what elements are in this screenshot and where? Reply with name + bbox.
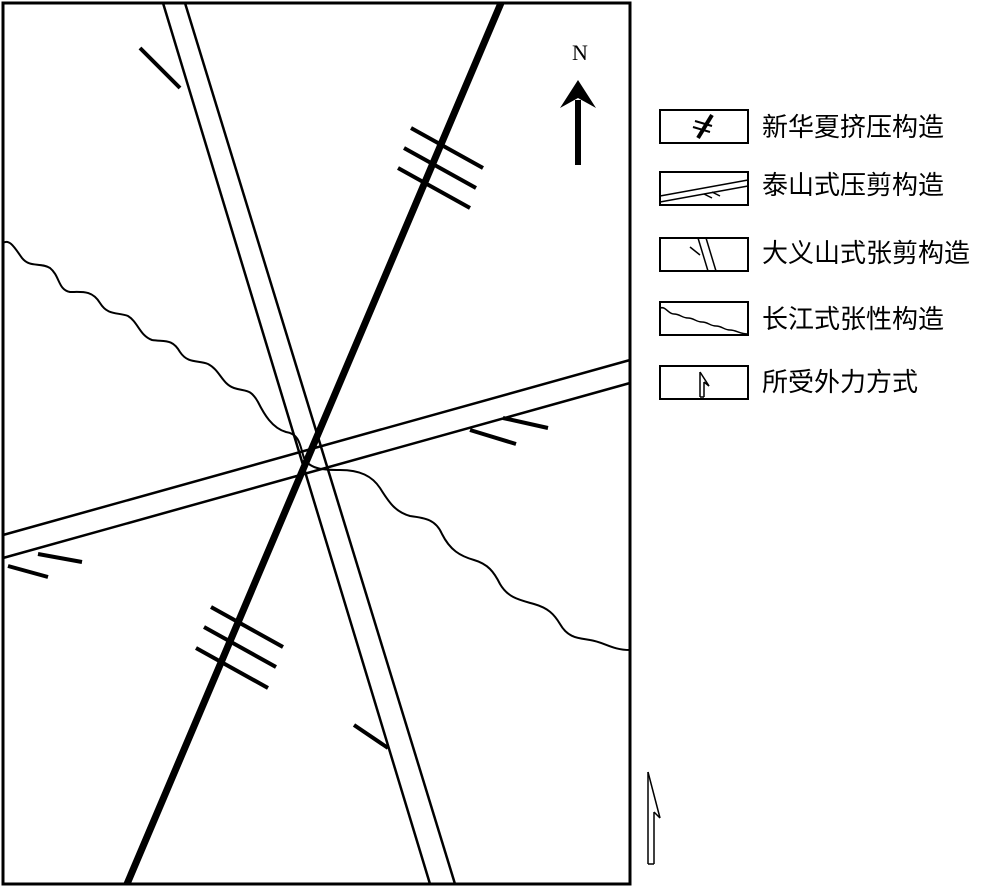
- compressive-symbol-icon: [692, 113, 714, 140]
- tensile-shear-tick-upper: [138, 46, 182, 90]
- legend-item-compressive-shear: 泰山式压剪构造: [659, 171, 944, 206]
- north-arrow-icon: [560, 80, 596, 108]
- tensile-shear-line-right: [183, 2, 457, 885]
- legend-label: 大义山式张剪构造: [762, 239, 970, 269]
- tensile-shear-tick-lower: [352, 723, 390, 750]
- compressive-fault-line: [123, 1, 505, 886]
- compressive-ticks-upper: [397, 126, 484, 210]
- tensile-shear-line-left: [161, 2, 432, 885]
- tensile-shear-symbol-icon: [689, 237, 717, 272]
- compressive-structure: [123, 1, 505, 886]
- legend-label: 所受外力方式: [762, 368, 918, 398]
- compressive-shear-symbol-icon: [659, 179, 749, 203]
- compressive-shear-ticks-left: [7, 552, 83, 579]
- legend-label: 长江式张性构造: [762, 305, 944, 335]
- legend: 新华夏挤压构造 泰山式压剪构造 大义山式张剪构造: [659, 109, 970, 400]
- compressive-shear-structure: [2, 358, 631, 579]
- external-force-arrow-icon: [647, 771, 661, 865]
- legend-label: 新华夏挤压构造: [762, 113, 944, 143]
- legend-item-tensile: 长江式张性构造: [659, 301, 944, 336]
- north-arrow: N: [560, 40, 596, 165]
- map-frame: [1, 1, 632, 886]
- tensile-symbol-icon: [659, 306, 749, 335]
- tensile-shear-structure: [138, 2, 457, 885]
- north-label: N: [572, 40, 588, 65]
- force-symbol-icon: [699, 371, 710, 398]
- legend-item-compressive: 新华夏挤压构造: [659, 109, 944, 144]
- compressive-shear-line-upper: [2, 358, 631, 537]
- compressive-ticks-lower: [195, 605, 284, 690]
- legend-item-force: 所受外力方式: [659, 365, 918, 400]
- legend-item-tensile-shear: 大义山式张剪构造: [659, 237, 970, 272]
- compressive-shear-ticks-right: [469, 416, 549, 446]
- legend-label: 泰山式压剪构造: [762, 171, 944, 201]
- compressive-shear-line-lower: [2, 381, 631, 560]
- tensile-structure-wavy-line: [2, 240, 631, 651]
